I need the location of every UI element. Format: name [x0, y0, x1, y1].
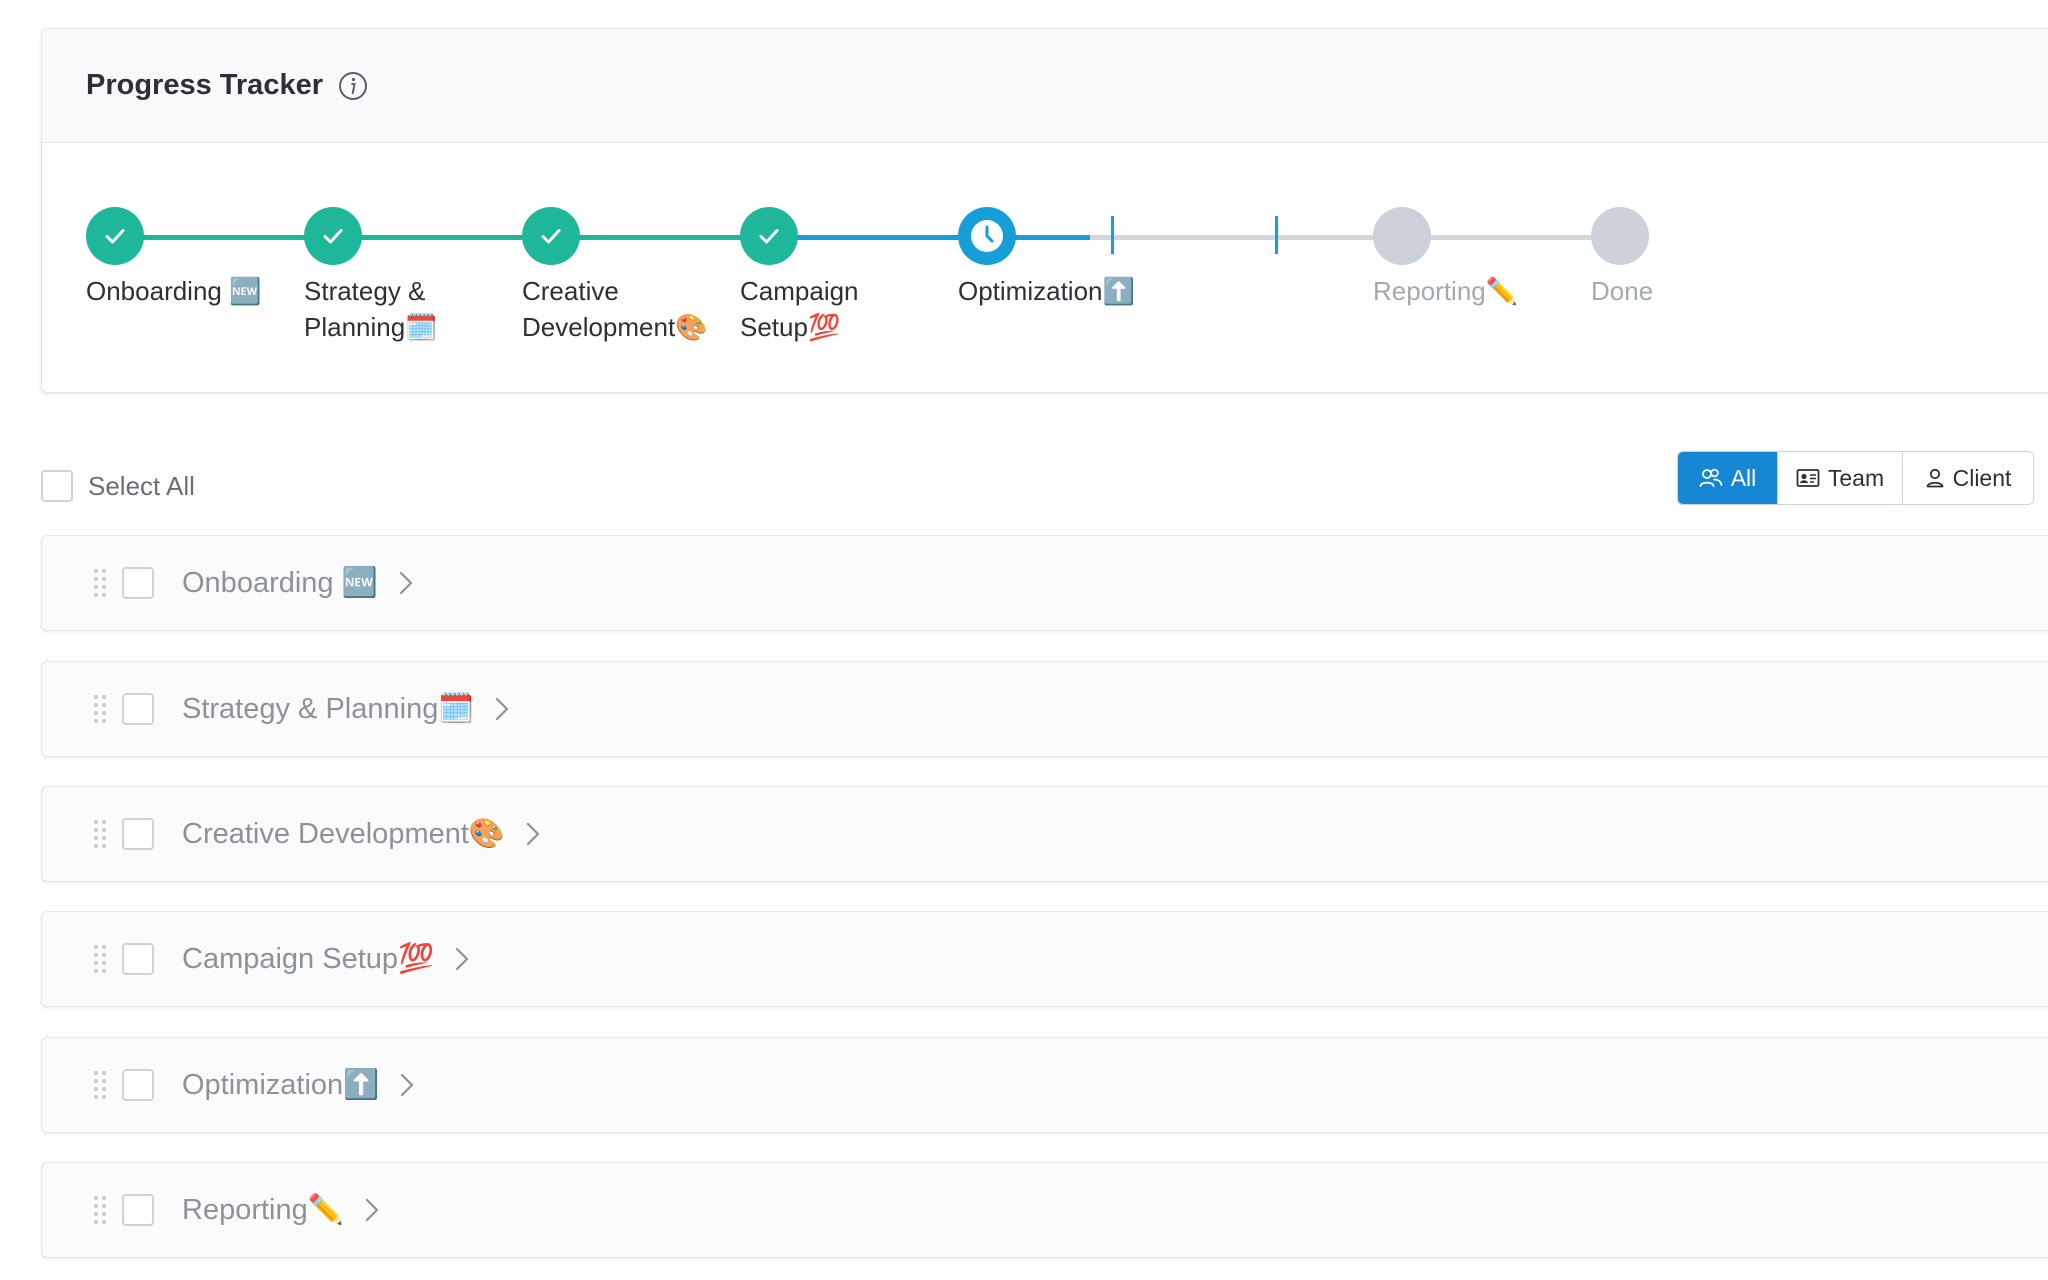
info-icon[interactable]	[337, 70, 369, 102]
phase-row[interactable]: Creative Development🎨	[41, 786, 2048, 882]
drag-handle-icon[interactable]	[92, 693, 108, 725]
step-label-creative: Creative Development🎨	[522, 276, 708, 342]
row-checkbox[interactable]	[122, 1194, 154, 1226]
connector-current	[769, 235, 987, 240]
step-label-onboarding: Onboarding 🆕	[86, 276, 262, 306]
tracker-header: Progress Tracker	[42, 29, 2048, 143]
stepper: Onboarding 🆕 Strategy & Planning🗓️ Creat…	[42, 143, 2048, 392]
step-label-optimization: Optimization⬆️	[958, 276, 1135, 306]
filter-all-button[interactable]: All	[1678, 452, 1778, 504]
filter-client-button[interactable]: Client	[1903, 452, 2033, 504]
phase-label: Onboarding 🆕	[182, 567, 378, 599]
filter-team-label: Team	[1827, 464, 1885, 491]
connector-done	[551, 235, 769, 240]
connector-pending	[1408, 235, 1626, 240]
progress-tick	[1111, 216, 1114, 254]
drag-handle-icon[interactable]	[92, 943, 108, 975]
drag-handle-icon[interactable]	[92, 1069, 108, 1101]
drag-handle-icon[interactable]	[92, 567, 108, 599]
step-label-strategy: Strategy & Planning🗓️	[304, 276, 438, 342]
progress-tracker-card: Progress Tracker	[41, 28, 2048, 393]
connector-pending	[1090, 235, 1408, 240]
filter-client-label: Client	[1952, 464, 2012, 491]
chevron-right-icon[interactable]	[452, 945, 472, 973]
step-node-done[interactable]	[1591, 207, 1649, 265]
phase-row[interactable]: Onboarding 🆕	[41, 535, 2048, 631]
chevron-right-icon[interactable]	[492, 695, 512, 723]
check-icon	[323, 229, 343, 244]
check-icon	[759, 229, 779, 244]
select-all-checkbox[interactable]	[41, 470, 73, 502]
clock-icon	[971, 220, 1003, 252]
step-node-onboarding[interactable]	[86, 207, 144, 265]
user-icon	[1926, 468, 1943, 488]
phase-label: Campaign Setup💯	[182, 943, 435, 975]
row-checkbox[interactable]	[122, 818, 154, 850]
row-checkbox[interactable]	[122, 943, 154, 975]
step-node-reporting[interactable]	[1373, 207, 1431, 265]
step-node-optimization[interactable]	[958, 207, 1016, 265]
select-all-label: Select All	[88, 470, 195, 501]
step-label-campaign: Campaign Setup💯	[740, 276, 859, 342]
step-node-campaign[interactable]	[740, 207, 798, 265]
phase-row[interactable]: Campaign Setup💯	[41, 911, 2048, 1007]
connector-done	[115, 235, 333, 240]
chevron-right-icon[interactable]	[396, 569, 416, 597]
step-label-reporting: Reporting✏️	[1373, 276, 1519, 306]
check-icon	[105, 229, 125, 244]
chevron-right-icon[interactable]	[362, 1196, 382, 1224]
step-label-done: Done	[1591, 276, 1654, 306]
chevron-right-icon[interactable]	[397, 1071, 417, 1099]
phase-row[interactable]: Optimization⬆️	[41, 1037, 2048, 1133]
phase-label: Strategy & Planning🗓️	[182, 693, 475, 725]
phase-row[interactable]: Reporting✏️	[41, 1162, 2048, 1258]
tracker-title: Progress Tracker	[86, 69, 323, 101]
phase-label: Optimization⬆️	[182, 1069, 380, 1101]
check-icon	[541, 229, 561, 244]
connector-current	[987, 235, 1090, 240]
row-checkbox[interactable]	[122, 693, 154, 725]
id-card-icon	[1796, 469, 1820, 487]
phase-label: Creative Development🎨	[182, 818, 506, 850]
users-icon	[1699, 468, 1723, 487]
drag-handle-icon[interactable]	[92, 1194, 108, 1226]
audience-filter: All Team Client	[1677, 451, 2034, 505]
select-all[interactable]: Select All	[41, 470, 195, 502]
progress-tick	[1275, 216, 1278, 254]
chevron-right-icon[interactable]	[523, 820, 543, 848]
row-checkbox[interactable]	[122, 1069, 154, 1101]
drag-handle-icon[interactable]	[92, 818, 108, 850]
phase-row[interactable]: Strategy & Planning🗓️	[41, 661, 2048, 757]
filter-all-label: All	[1730, 464, 1757, 491]
step-node-strategy[interactable]	[304, 207, 362, 265]
step-node-creative[interactable]	[522, 207, 580, 265]
connector-done	[333, 235, 551, 240]
phase-label: Reporting✏️	[182, 1194, 344, 1226]
filter-team-button[interactable]: Team	[1778, 452, 1903, 504]
row-checkbox[interactable]	[122, 567, 154, 599]
